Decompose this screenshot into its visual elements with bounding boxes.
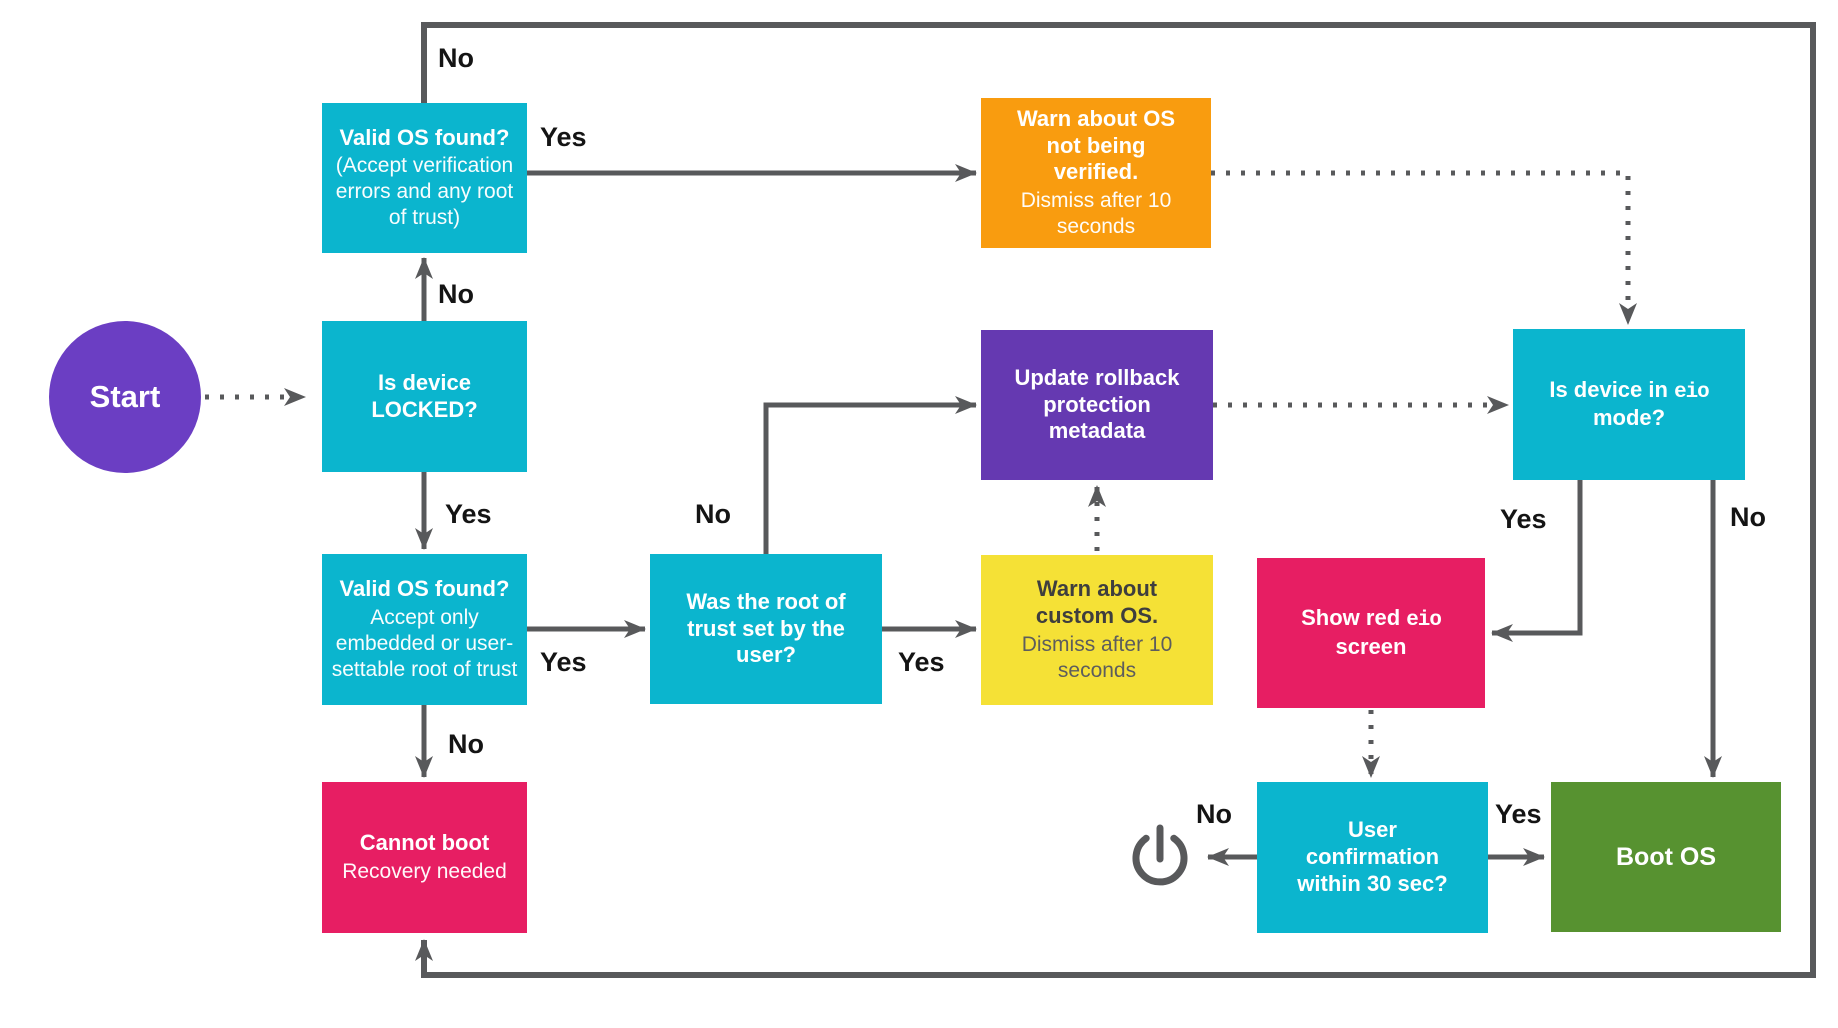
label-locked-yes: Yes xyxy=(445,499,492,529)
node-show-red-eio: Show red eio screen xyxy=(1257,558,1485,708)
node-valid-os-any-title: Valid OS found? xyxy=(339,124,510,150)
node-start: Start xyxy=(49,321,201,473)
node-root-of-trust-title: Was the root of trust set by the user? xyxy=(686,588,846,668)
edge-eio-yes-to-showred xyxy=(1491,480,1583,642)
node-warn-unverified-subtitle: Dismiss after 10 seconds xyxy=(1020,189,1172,239)
edge-warnunverified-to-eiomode xyxy=(1211,170,1637,325)
label-strict-no: No xyxy=(448,729,484,759)
node-warn-unverified: Warn about OS not being verified. Dismis… xyxy=(981,98,1211,248)
node-update-rollback-title: Update rollback protection metadata xyxy=(1014,364,1180,444)
label-eio-no: No xyxy=(1730,502,1766,532)
node-cannot-boot-subtitle: Recovery needed xyxy=(342,859,507,883)
label-validany-no: No xyxy=(438,43,474,73)
node-valid-os-any-subtitle: (Accept verification errors and any root… xyxy=(335,154,514,230)
node-is-device-locked-title: Is device LOCKED? xyxy=(371,369,478,422)
node-cannot-boot: Cannot boot Recovery needed xyxy=(322,782,527,933)
node-warn-custom: Warn about custom OS. Dismiss after 10 s… xyxy=(981,555,1213,705)
node-show-red-eio-title: Show red eio screen xyxy=(1301,605,1442,659)
node-start-label: Start xyxy=(89,379,161,415)
node-valid-os-strict-subtitle: Accept only embedded or user-settable ro… xyxy=(331,605,518,681)
label-root-yes: Yes xyxy=(898,647,945,677)
node-root-of-trust: Was the root of trust set by the user? xyxy=(650,554,882,704)
edge-validany-no-frame-to-cannotboot xyxy=(415,22,1816,978)
power-icon xyxy=(1132,824,1188,886)
node-valid-os-strict-title: Valid OS found? xyxy=(339,576,510,602)
node-user-confirm: User confirmation within 30 sec? xyxy=(1257,782,1488,933)
node-user-confirm-title: User confirmation within 30 sec? xyxy=(1297,817,1448,896)
node-valid-os-strict: Valid OS found? Accept only embedded or … xyxy=(322,554,527,705)
node-is-device-locked: Is device LOCKED? xyxy=(322,321,527,472)
label-validany-yes: Yes xyxy=(540,122,587,152)
node-warn-custom-title: Warn about custom OS. xyxy=(1035,576,1159,628)
label-user-no: No xyxy=(1196,799,1232,829)
node-warn-unverified-title: Warn about OS not being verified. xyxy=(1016,105,1176,185)
label-root-no: No xyxy=(695,499,731,529)
label-user-yes: Yes xyxy=(1495,799,1542,829)
label-strict-yes: Yes xyxy=(540,647,587,677)
node-update-rollback: Update rollback protection metadata xyxy=(981,330,1213,480)
node-valid-os-any: Valid OS found? (Accept verification err… xyxy=(322,103,527,253)
node-boot-os-title: Boot OS xyxy=(1616,842,1716,871)
label-locked-no: No xyxy=(438,279,474,309)
node-cannot-boot-title: Cannot boot xyxy=(359,830,490,856)
node-eio-mode-title: Is device in eio mode? xyxy=(1549,376,1709,431)
edge-root-no-to-rollback xyxy=(763,396,977,554)
node-eio-mode: Is device in eio mode? xyxy=(1513,329,1745,480)
label-eio-yes: Yes xyxy=(1500,504,1547,534)
node-warn-custom-subtitle: Dismiss after 10 seconds xyxy=(1021,632,1173,682)
node-boot-os: Boot OS xyxy=(1551,782,1781,932)
